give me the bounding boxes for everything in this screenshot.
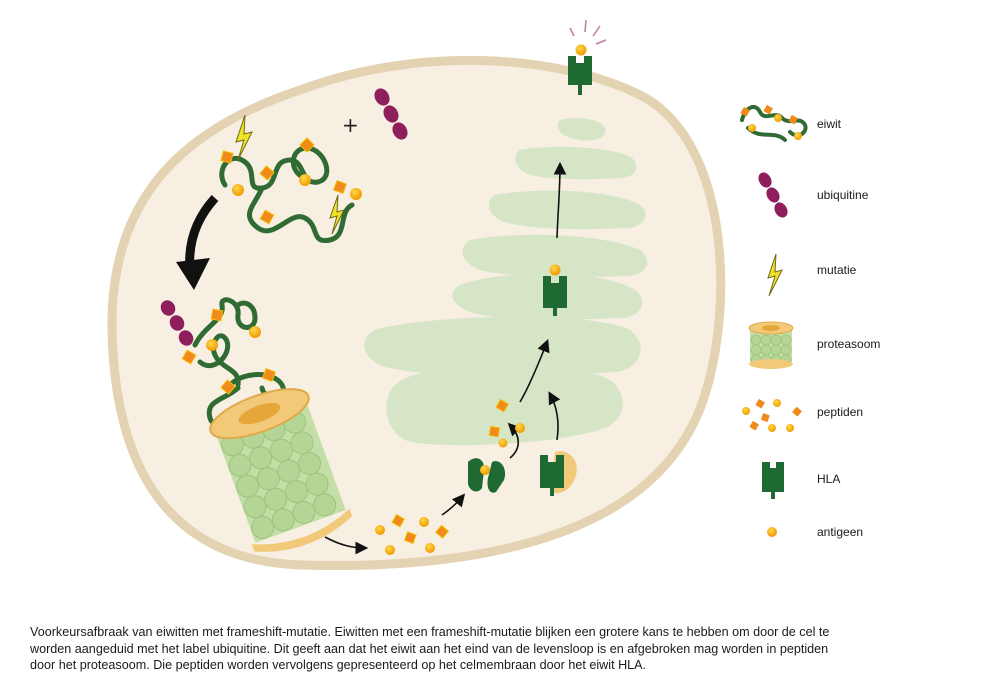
legend-peptides-icon <box>742 398 802 432</box>
hla-opening <box>468 458 506 493</box>
ubiquitin-chain <box>374 88 408 140</box>
protein-peptide-markers <box>220 137 362 225</box>
plus-sign: + <box>342 113 359 137</box>
legend-label-antigeen: antigeen <box>817 525 864 539</box>
legend-label-eiwit: eiwit <box>817 117 842 131</box>
caption-line: door het proteasoom. Die peptiden worden… <box>30 658 647 672</box>
legend-label-hla: HLA <box>817 472 841 486</box>
hla-in-golgi <box>543 264 567 316</box>
legend-protein-icon <box>740 104 808 142</box>
pathway-arrows <box>324 161 567 555</box>
legend-hla-icon <box>762 462 784 499</box>
caption-line: worden aangeduid met het label ubiquitin… <box>30 641 829 656</box>
legend-label-mutatie: mutatie <box>817 263 857 277</box>
peptides-transit <box>488 398 525 448</box>
caption-line: Voorkeursafbraak van eiwitten met frames… <box>30 625 830 639</box>
legend-label-peptiden: peptiden <box>817 405 864 419</box>
legend-proteasome-icon <box>748 321 794 369</box>
legend-antigen-icon <box>767 527 777 537</box>
peptides-cluster <box>375 513 450 555</box>
lightning-icon <box>329 194 345 235</box>
lightning-icon <box>235 114 253 161</box>
hla-on-membrane <box>568 19 607 95</box>
hla-loading <box>540 451 577 496</box>
ubiquitin-chain-on-protein <box>160 300 194 346</box>
legend-label-ubiquitine: ubiquitine <box>817 188 869 202</box>
proteasome <box>209 388 353 552</box>
legend-label-proteasoom: proteasoom <box>817 337 881 351</box>
legend-lightning-icon <box>767 253 783 297</box>
cell-diagram <box>107 19 808 570</box>
golgi-organelle <box>364 118 648 446</box>
figure-caption: Voorkeursafbraak van eiwitten met frames… <box>30 624 970 674</box>
legend-ubiquitin-icon <box>758 172 788 218</box>
